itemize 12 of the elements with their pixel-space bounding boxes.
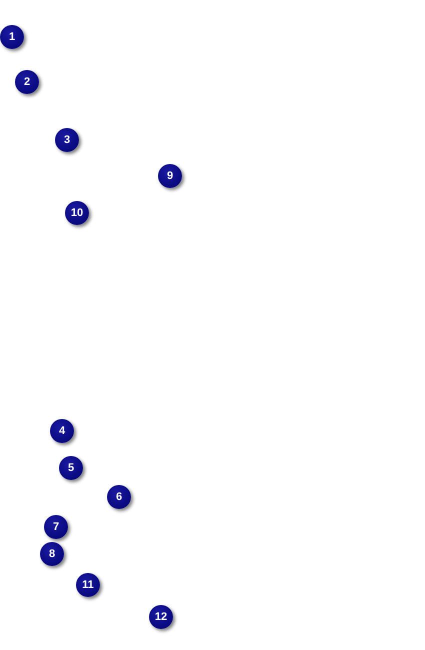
callout-number: 9 <box>158 164 182 188</box>
callout-number: 7 <box>44 515 68 539</box>
callout-number: 6 <box>107 485 131 509</box>
callout-number: 8 <box>40 542 64 566</box>
callout-number: 2 <box>15 70 39 94</box>
callout-number: 4 <box>50 419 74 443</box>
callout-number: 3 <box>55 128 79 152</box>
callout-number: 5 <box>59 456 83 480</box>
callout-number: 1 <box>0 25 24 49</box>
callout-number: 12 <box>149 605 173 629</box>
callout-number: 10 <box>65 201 89 225</box>
callout-number: 11 <box>76 573 100 597</box>
